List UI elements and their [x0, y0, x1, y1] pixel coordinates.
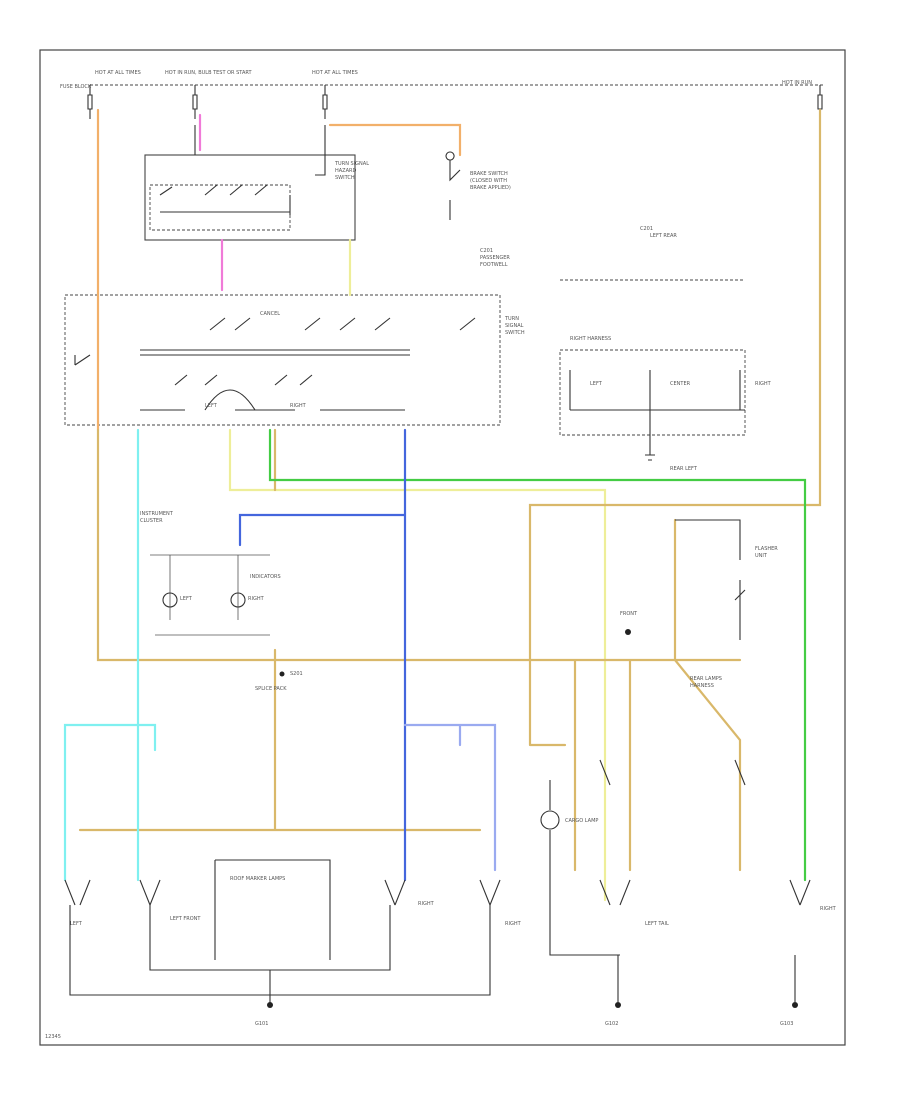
svg-text:CARGO LAMP: CARGO LAMP: [565, 818, 598, 824]
wire-cyan: [63, 428, 157, 882]
svg-text:INSTRUMENT: INSTRUMENT: [140, 511, 174, 517]
svg-text:LEFT TAIL: LEFT TAIL: [645, 921, 669, 927]
svg-text:LEFT: LEFT: [590, 381, 603, 387]
wire-light-blue: [403, 723, 497, 872]
wire-green: [268, 428, 807, 882]
ground-points: G101 G102 G103: [255, 955, 798, 1027]
svg-text:ROOF MARKER LAMPS: ROOF MARKER LAMPS: [230, 876, 285, 882]
lamp-sockets: LEFT LEFT FRONT RIGHT RIGHT LEFT TAIL RI…: [64, 759, 837, 927]
svg-text:LEFT: LEFT: [205, 403, 218, 409]
wire-tan: [78, 108, 822, 872]
svg-text:LEFT: LEFT: [180, 596, 193, 602]
svg-text:UNIT: UNIT: [755, 553, 768, 559]
svg-text:G101: G101: [255, 1021, 268, 1027]
svg-text:BRAKE SWITCH: BRAKE SWITCH: [470, 171, 508, 177]
svg-text:G102: G102: [605, 1021, 618, 1027]
rear-lamp-group: C201 LEFT REAR RIGHT HARNESS LEFT CENTER…: [559, 226, 772, 472]
svg-text:FOOTWELL: FOOTWELL: [480, 262, 508, 268]
diagram-frame: [39, 49, 846, 1046]
wire-pink: [198, 113, 224, 292]
svg-text:S201: S201: [290, 671, 303, 677]
svg-text:FRONT: FRONT: [620, 611, 638, 617]
hazard-flasher: FLASHER UNIT FRONT REAR LAMPS HARNESS: [620, 519, 778, 689]
svg-text:C201: C201: [640, 226, 653, 232]
svg-text:SWITCH: SWITCH: [505, 330, 525, 336]
svg-text:RIGHT: RIGHT: [820, 906, 837, 912]
svg-text:CLUSTER: CLUSTER: [140, 518, 163, 524]
center-splice: S201 SPLICE PACK: [255, 671, 303, 692]
svg-text:TURN SIGNAL: TURN SIGNAL: [334, 161, 369, 167]
svg-text:RIGHT: RIGHT: [290, 403, 307, 409]
svg-text:C201: C201: [480, 248, 493, 254]
svg-text:LEFT FRONT: LEFT FRONT: [170, 916, 201, 922]
svg-text:BRAKE APPLIED): BRAKE APPLIED): [470, 185, 511, 191]
svg-text:SIGNAL: SIGNAL: [505, 323, 524, 329]
svg-text:G103: G103: [780, 1021, 793, 1027]
svg-text:RIGHT HARNESS: RIGHT HARNESS: [570, 336, 611, 342]
svg-text:REAR LAMPS: REAR LAMPS: [690, 676, 722, 682]
svg-text:INDICATORS: INDICATORS: [250, 574, 281, 580]
svg-text:CENTER: CENTER: [670, 381, 691, 387]
stop-lamp-switch: BRAKE SWITCH (CLOSED WITH BRAKE APPLIED)…: [445, 151, 511, 268]
cargo-lamp: CARGO LAMP: [540, 780, 620, 956]
svg-text:RIGHT: RIGHT: [505, 921, 522, 927]
svg-text:HOT IN RUN, BULB TEST OR START: HOT IN RUN, BULB TEST OR START: [165, 70, 252, 76]
svg-text:CANCEL: CANCEL: [260, 311, 280, 317]
roof-lamp: ROOF MARKER LAMPS: [214, 859, 331, 960]
svg-text:FLASHER: FLASHER: [755, 546, 778, 552]
fuse-block: FUSE BLOCK HOT AT ALL TIMES HOT IN RUN, …: [60, 70, 823, 119]
svg-text:HOT AT ALL TIMES: HOT AT ALL TIMES: [312, 70, 358, 76]
svg-text:RIGHT: RIGHT: [755, 381, 772, 387]
wire-blue: [238, 428, 407, 882]
svg-text:FUSE BLOCK: FUSE BLOCK: [60, 84, 92, 90]
svg-text:HAZARD: HAZARD: [335, 168, 357, 174]
wire-black-ground: [69, 905, 491, 1005]
svg-text:TURN: TURN: [504, 316, 519, 322]
svg-text:HOT AT ALL TIMES: HOT AT ALL TIMES: [95, 70, 141, 76]
multifunction-module: CANCEL LEFT RIGHT TURN SIGNAL SWITCH: [64, 294, 525, 426]
headlamp-switch: TURN SIGNAL HAZARD SWITCH: [144, 125, 369, 241]
svg-text:HOT IN RUN: HOT IN RUN: [782, 80, 812, 86]
svg-text:RIGHT: RIGHT: [418, 901, 435, 907]
svg-text:PASSENGER: PASSENGER: [480, 255, 510, 261]
svg-text:SPLICE PACK: SPLICE PACK: [255, 686, 287, 692]
indicator-lamps: INSTRUMENT CLUSTER INDICATORS LEFT RIGHT: [140, 511, 281, 636]
svg-text:LEFT: LEFT: [70, 921, 83, 927]
svg-text:SWITCH: SWITCH: [335, 175, 355, 181]
wire-orange: [96, 108, 462, 432]
svg-text:LEFT REAR: LEFT REAR: [650, 233, 677, 239]
svg-text:HARNESS: HARNESS: [690, 683, 714, 689]
wire-light-yellow: [228, 238, 607, 902]
svg-text:(CLOSED WITH: (CLOSED WITH: [470, 178, 507, 184]
svg-text:REAR LEFT: REAR LEFT: [670, 466, 698, 472]
svg-text:RIGHT: RIGHT: [248, 596, 265, 602]
footer-code: 12345: [45, 1034, 61, 1040]
